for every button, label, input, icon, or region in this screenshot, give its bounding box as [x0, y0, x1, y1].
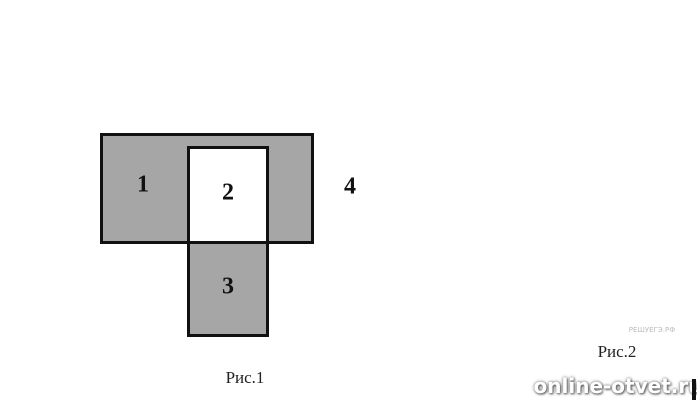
caption-figure-1: Рис.1 [225, 368, 265, 387]
label-region-2: 2 [222, 179, 234, 206]
watermark-small: РЕШУЕГЭ.РФ [628, 326, 676, 334]
region-3-bottom-square [187, 241, 269, 337]
label-region-3: 3 [222, 273, 234, 300]
caption-figure-2: Рис.2 [597, 342, 637, 361]
label-region-4: 4 [344, 173, 356, 200]
label-region-1: 1 [137, 171, 149, 198]
edge-bar [692, 379, 696, 400]
watermark-main: online-otvet.ru [533, 374, 697, 398]
region-2-white-rectangle [187, 146, 269, 244]
